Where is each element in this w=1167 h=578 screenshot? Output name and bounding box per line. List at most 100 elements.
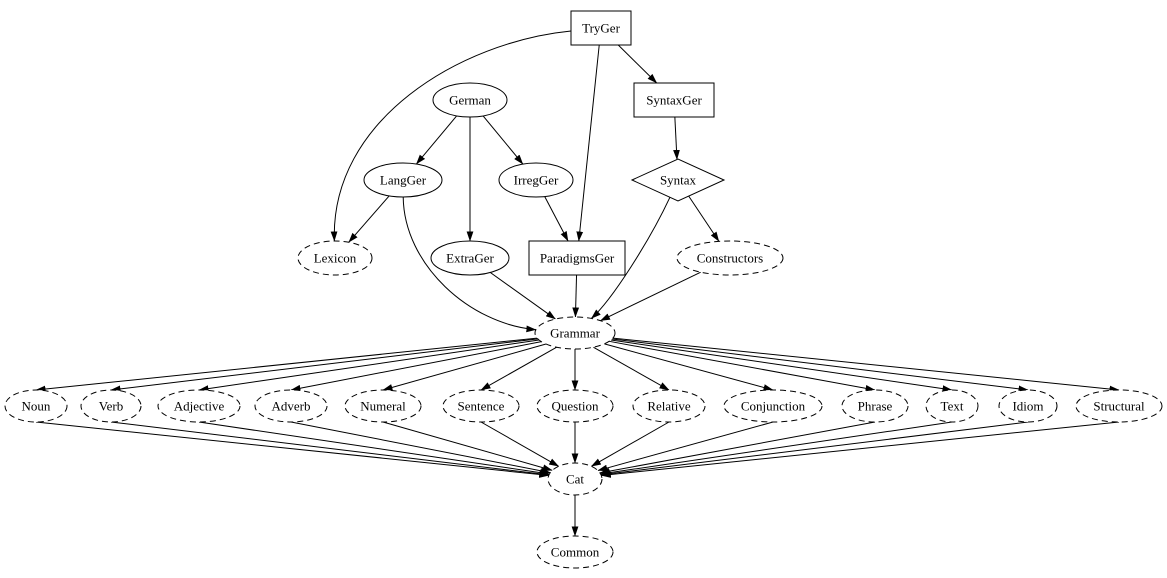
edge-tryger-lexicon (330, 30, 572, 242)
ellipse-shape (536, 389, 614, 423)
node-label-syntaxger: SyntaxGer (646, 93, 702, 108)
node-label-lexicon: Lexicon (314, 251, 357, 266)
node-syntaxger: SyntaxGer (633, 82, 715, 118)
node-sentence: Sentence (442, 389, 520, 423)
node-label-grammar: Grammar (550, 326, 600, 341)
edge-paradigmsger-grammar (572, 274, 580, 318)
edge-langger-lexicon (348, 195, 390, 243)
edge-grammar-numeral (382, 343, 547, 391)
node-idiom: Idiom (998, 389, 1058, 423)
edge-syntax-constructors (688, 195, 720, 242)
ellipse-shape (998, 389, 1058, 423)
ellipse-shape (676, 240, 784, 276)
edge-verb-cat (110, 421, 550, 478)
node-german: German (432, 82, 508, 118)
node-phrase: Phrase (841, 389, 909, 423)
ellipse-shape (80, 389, 142, 423)
node-label-cat: Cat (566, 472, 584, 487)
node-label-text: Text (941, 399, 964, 414)
edge-tryger-syntaxger (617, 44, 658, 84)
edge-syntax-grammar (590, 197, 671, 319)
node-lexicon: Lexicon (297, 240, 373, 276)
edge-grammar-adverb (290, 341, 542, 392)
edge-german-langger (415, 115, 458, 165)
edge-relative-cat (590, 421, 670, 467)
edge-grammar-adjective (198, 339, 540, 392)
node-relative: Relative (632, 389, 706, 423)
node-verb: Verb (80, 389, 142, 423)
node-structural: Structural (1075, 389, 1163, 423)
ellipse-shape (442, 389, 520, 423)
node-label-syntax: Syntax (660, 173, 697, 188)
ellipse-shape (297, 240, 373, 276)
edge-grammar-idiom (612, 338, 1029, 393)
node-label-numeral: Numeral (360, 399, 406, 414)
edge-grammar-verb (110, 338, 538, 393)
node-tryger: TryGer (570, 10, 632, 46)
edge-text-cat (600, 421, 953, 477)
node-label-tryger: TryGer (582, 21, 620, 36)
node-grammar: Grammar (534, 316, 616, 350)
node-label-constructors: Constructors (697, 251, 763, 266)
ellipse-shape (534, 316, 616, 350)
node-label-adverb: Adverb (272, 399, 311, 414)
ellipse-shape (254, 389, 328, 423)
edge-phrase-cat (599, 421, 876, 475)
node-paradigmsger: ParadigmsGer (528, 240, 626, 276)
edge-grammar-conjunction (604, 343, 774, 391)
ellipse-shape (536, 535, 614, 569)
ellipse-shape (925, 389, 979, 423)
edges-layer (35, 30, 1120, 537)
node-label-structural: Structural (1093, 399, 1145, 414)
edge-structural-cat (600, 421, 1120, 478)
edge-sentence-cat (480, 421, 560, 467)
node-label-extrager: ExtraGer (446, 251, 494, 266)
edge-irregger-paradigmsger (544, 196, 569, 242)
node-label-irregger: IrregGer (514, 173, 559, 188)
edge-grammar-phrase (609, 340, 876, 392)
node-label-question: Question (552, 399, 599, 414)
node-syntax: Syntax (630, 158, 726, 202)
box-shape (528, 240, 626, 276)
node-numeral: Numeral (344, 389, 422, 423)
edge-german-irregger (482, 115, 524, 165)
edge-extrager-grammar (490, 272, 556, 320)
node-irregger: IrregGer (498, 162, 574, 198)
node-question: Question (536, 389, 614, 423)
box-shape (633, 82, 715, 118)
edge-grammar-relative (593, 346, 670, 391)
edge-adjective-cat (198, 421, 550, 476)
node-label-noun: Noun (22, 399, 51, 414)
node-label-relative: Relative (647, 399, 691, 414)
node-label-paradigmsger: ParadigmsGer (540, 251, 615, 266)
edge-idiom-cat (600, 421, 1029, 478)
edge-numeral-cat (382, 421, 553, 472)
node-label-adjective: Adjective (174, 399, 225, 414)
node-label-german: German (449, 93, 491, 108)
edge-tryger-paradigmsger (576, 44, 600, 242)
node-adjective: Adjective (157, 389, 241, 423)
node-common: Common (536, 535, 614, 569)
edge-langger-grammar (402, 196, 537, 333)
node-cat: Cat (547, 462, 603, 496)
ellipse-shape (547, 462, 603, 496)
node-label-phrase: Phrase (858, 399, 893, 414)
edge-grammar-structural (612, 337, 1120, 393)
ellipse-shape (632, 389, 706, 423)
diamond-shape (630, 158, 726, 202)
node-text: Text (925, 389, 979, 423)
node-label-idiom: Idiom (1012, 399, 1043, 414)
node-label-sentence: Sentence (458, 399, 505, 414)
node-conjunction: Conjunction (723, 389, 823, 423)
node-extrager: ExtraGer (430, 240, 510, 276)
node-noun: Noun (4, 389, 68, 423)
node-label-verb: Verb (99, 399, 124, 414)
ellipse-shape (498, 162, 574, 198)
node-label-langger: LangGer (380, 173, 427, 188)
node-label-conjunction: Conjunction (741, 399, 806, 414)
ellipse-shape (344, 389, 422, 423)
ellipse-shape (157, 389, 241, 423)
